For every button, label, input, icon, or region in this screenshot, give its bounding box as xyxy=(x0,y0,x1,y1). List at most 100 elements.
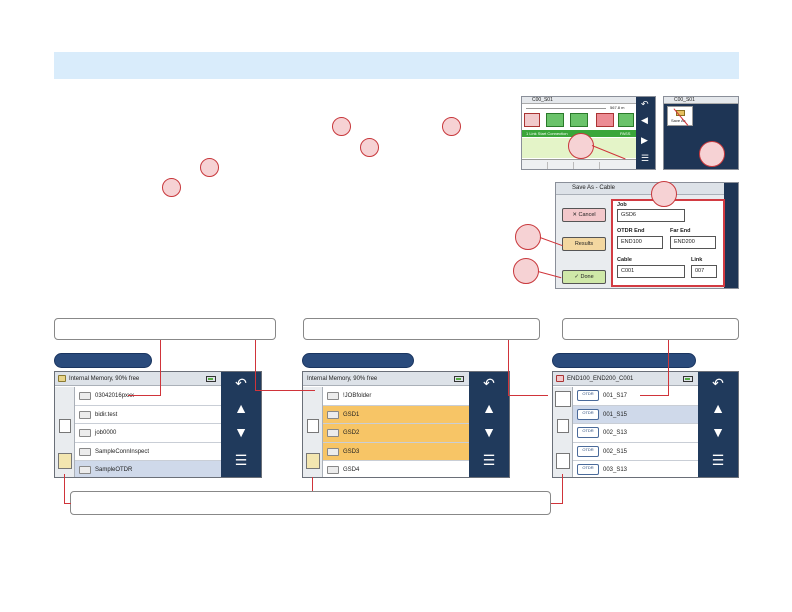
otdr-end-field[interactable]: END100 xyxy=(617,236,663,249)
list-item[interactable]: SampleConnInspect xyxy=(75,442,223,461)
nav-panel: ↶ ▲ ▼ ☰ xyxy=(469,372,509,477)
right-arrow-icon[interactable]: ▶ xyxy=(641,135,648,145)
distance-readout: 567.8 m xyxy=(610,105,625,110)
callout-marker xyxy=(442,117,461,136)
lock-icon[interactable] xyxy=(556,453,570,469)
nav-panel: ↶ ▲ ▼ ☰ xyxy=(221,372,261,477)
callout-marker xyxy=(651,181,677,207)
cable-label: Cable xyxy=(617,257,632,263)
link-event[interactable] xyxy=(524,113,540,127)
battery-icon xyxy=(683,376,693,382)
left-arrow-icon[interactable]: ◀ xyxy=(641,115,648,125)
menu-icon[interactable]: ☰ xyxy=(711,452,725,468)
file-browser-screen: Internal Memory, 90% free !JOBfolder GSD… xyxy=(302,371,510,478)
scroll-down-icon[interactable]: ▼ xyxy=(234,424,248,440)
scroll-up-icon[interactable]: ▲ xyxy=(234,400,248,416)
folder-icon xyxy=(327,429,339,437)
link-event[interactable] xyxy=(596,113,614,127)
list-item[interactable]: GSD4 xyxy=(323,461,471,477)
callout-marker xyxy=(513,258,539,284)
cancel-button[interactable]: ✕ Cancel xyxy=(562,208,606,222)
folder-icon xyxy=(79,392,91,400)
link-event[interactable] xyxy=(618,113,634,127)
link-event[interactable] xyxy=(546,113,564,127)
new-folder-icon[interactable] xyxy=(59,419,71,433)
back-icon[interactable]: ↶ xyxy=(235,375,247,391)
new-folder-icon[interactable] xyxy=(557,419,569,433)
back-icon[interactable]: ↶ xyxy=(483,375,495,391)
list-item[interactable]: 03042016pxxx xyxy=(75,387,223,406)
menu-icon[interactable]: ☰ xyxy=(234,452,248,468)
new-folder-icon[interactable] xyxy=(307,419,319,433)
location-title: Internal Memory, 90% free xyxy=(69,376,140,382)
scroll-down-icon[interactable]: ▼ xyxy=(482,424,496,440)
save-as-cable-dialog: Save As - Cable ✕ Cancel Results ✓ Done … xyxy=(555,182,739,289)
status-text: 1 Link Start Connection xyxy=(526,131,568,136)
done-button[interactable]: ✓ Done xyxy=(562,270,606,284)
tab-icon[interactable] xyxy=(526,162,548,169)
cable-field[interactable]: C001 xyxy=(617,265,685,278)
folder-icon xyxy=(327,447,339,456)
list-item[interactable]: job0000 xyxy=(75,424,223,443)
screen-title: C00_S01 xyxy=(674,97,695,103)
list-item[interactable]: !JOBfolder xyxy=(323,387,471,406)
scroll-up-icon[interactable]: ▲ xyxy=(482,400,496,416)
pass-badge: PASS xyxy=(620,131,631,136)
otdr-file-icon: OTDR xyxy=(577,427,599,438)
folder-icon xyxy=(79,466,91,474)
link-field[interactable]: 007 xyxy=(691,265,717,278)
note-box xyxy=(70,491,551,515)
list-item[interactable]: GSD3 xyxy=(323,442,471,461)
note-box xyxy=(54,318,276,340)
folder-icon xyxy=(79,429,91,437)
folder-icon xyxy=(79,410,91,419)
tab-icon[interactable] xyxy=(604,162,626,169)
otdr-results-screen: C00_S01 567.8 m 1 Link Start Connection … xyxy=(521,96,656,170)
callout-marker xyxy=(200,158,219,177)
menu-icon[interactable]: ☰ xyxy=(641,153,650,163)
folder-icon xyxy=(327,466,339,474)
location-title: END100_END200_C001 xyxy=(567,376,634,382)
battery-icon xyxy=(454,376,464,382)
list-item[interactable]: GSD1 xyxy=(323,405,471,424)
drive-select-icon[interactable] xyxy=(306,453,320,469)
note-box xyxy=(303,318,540,340)
results-button[interactable]: Results xyxy=(562,237,606,251)
cable-icon xyxy=(556,375,564,382)
callout-marker xyxy=(332,117,351,136)
far-end-field[interactable]: END200 xyxy=(670,236,716,249)
screen-label-pill xyxy=(54,353,152,368)
folder-icon xyxy=(327,410,339,419)
side-toolbar xyxy=(303,387,323,477)
link-event[interactable] xyxy=(570,113,588,127)
drive-select-icon[interactable] xyxy=(58,453,72,469)
tab-icon[interactable] xyxy=(552,162,574,169)
callout-marker xyxy=(360,138,379,157)
job-label: Job xyxy=(617,202,627,208)
otdr-file-icon: OTDR xyxy=(577,464,599,475)
file-browser-screen: Internal Memory, 90% free 03042016pxxx b… xyxy=(54,371,262,478)
list-item[interactable]: GSD2 xyxy=(323,424,471,443)
list-item[interactable]: SampleOTDR xyxy=(75,461,223,477)
otdr-file-icon: OTDR xyxy=(577,390,599,401)
back-icon[interactable]: ↶ xyxy=(641,99,649,109)
back-icon[interactable]: ↶ xyxy=(712,375,724,391)
side-toolbar xyxy=(553,387,573,477)
scroll-up-icon[interactable]: ▲ xyxy=(711,400,725,416)
scroll-down-icon[interactable]: ▼ xyxy=(711,424,725,440)
tab-icon[interactable] xyxy=(578,162,600,169)
menu-icon[interactable]: ☰ xyxy=(482,452,496,468)
job-field[interactable]: GSD6 xyxy=(617,209,685,222)
nav-panel: ↶ ◀ ▶ ☰ xyxy=(636,97,655,169)
otdr-file-icon: OTDR xyxy=(577,408,599,420)
screen-label-pill xyxy=(302,353,414,368)
list-item[interactable]: bidir.test xyxy=(75,405,223,424)
callout-marker xyxy=(699,141,725,167)
up-folder-icon[interactable] xyxy=(555,391,571,407)
